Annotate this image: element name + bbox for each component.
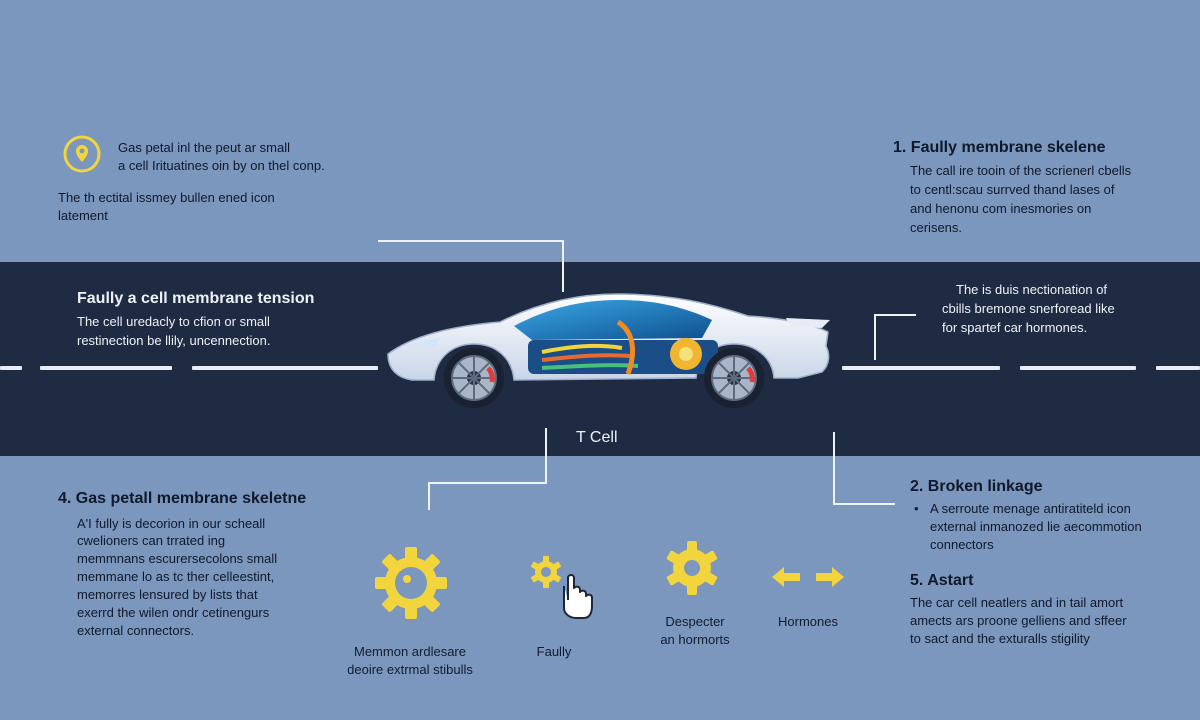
lane-dash bbox=[192, 366, 378, 370]
bottom-left-line: external connectors. bbox=[77, 623, 195, 638]
lane-dash bbox=[0, 366, 22, 370]
t-cell-label: T Cell bbox=[576, 429, 618, 446]
band-right-line2: cbills bremone snerforead like bbox=[942, 301, 1115, 316]
top-right-title: 1. Faully membrane skelene bbox=[893, 139, 1106, 156]
gear-small-caption-line2: an hormorts bbox=[660, 632, 730, 647]
band-right-line1: The is duis nectionation of bbox=[956, 282, 1108, 297]
leader-line bbox=[562, 240, 564, 292]
top-right-line2: to centl:scau surrved thand lases of bbox=[910, 182, 1115, 197]
bottom-left-line: A'I fully is decorion in our scheall bbox=[77, 516, 266, 531]
pointer-caption: Faully bbox=[536, 644, 572, 659]
leader-line bbox=[428, 482, 547, 484]
bottom-left-line: exerrd the wilen ondr cetinengurs bbox=[77, 605, 270, 620]
leader-line bbox=[874, 314, 876, 360]
double-arrow-icon bbox=[772, 567, 844, 587]
astart-line: The car cell neatlers and in tail amort bbox=[910, 595, 1124, 610]
top-left-line4: latement bbox=[58, 208, 108, 223]
lane-dash bbox=[842, 366, 1000, 370]
top-right-line4: cerisens. bbox=[910, 220, 963, 235]
gear-caption-line1: Memmon ardlesare bbox=[354, 644, 466, 659]
bottom-left-title: 4. Gas petall membrane skeletne bbox=[58, 490, 307, 507]
lane-dash bbox=[1156, 366, 1200, 370]
astart-line: amects ars proone gelliens and sffeer bbox=[910, 613, 1127, 628]
top-left-line3: The th ectital issmey bullen ened icon bbox=[58, 190, 275, 205]
gear-small-caption-line1: Despecter bbox=[665, 614, 725, 629]
broken-linkage-line: connectors bbox=[930, 537, 994, 552]
bottom-left-line: memorres lensured by lists that bbox=[77, 587, 258, 602]
double-arrow-caption: Hormones bbox=[778, 614, 838, 629]
bullet: • bbox=[914, 501, 919, 516]
gear-icon bbox=[375, 547, 447, 619]
bottom-left-line: memmnans escurersecolons small bbox=[77, 551, 278, 566]
top-right-line3: and henonu com inesmories on bbox=[910, 201, 1092, 216]
leader-line bbox=[874, 314, 916, 316]
leader-line bbox=[378, 240, 564, 242]
band-left-line1: The cell uredacly to cfion or small bbox=[77, 314, 270, 329]
band-left-line2: restinection be llily, uncennection. bbox=[77, 333, 271, 348]
leader-line bbox=[428, 482, 430, 510]
gear-caption-line2: deoire extrmal stibulls bbox=[347, 662, 473, 677]
pointer-hand-icon bbox=[531, 556, 593, 619]
broken-linkage-line: external inmanozed lie aecommotion bbox=[930, 519, 1142, 534]
lane-dash bbox=[40, 366, 172, 370]
top-right-line1: The call ire tooin of the scrienerl cbel… bbox=[910, 163, 1132, 178]
sports-car-illustration bbox=[387, 293, 830, 408]
leader-line bbox=[545, 428, 547, 484]
band-left-title: Faully a cell membrane tension bbox=[77, 290, 315, 307]
bottom-left-line: memmane lo as tc ther celleestint, bbox=[77, 569, 275, 584]
leader-line bbox=[833, 503, 895, 505]
band-right-line3: for spartef car hormones. bbox=[942, 320, 1088, 335]
leader-line bbox=[833, 432, 835, 504]
broken-linkage-title: 2. Broken linkage bbox=[910, 478, 1043, 495]
astart-title: 5. Astart bbox=[910, 572, 974, 589]
astart-line: to sact and the exturalls stigility bbox=[910, 631, 1090, 646]
map-pin-icon bbox=[63, 135, 101, 173]
gear-small-icon bbox=[666, 541, 718, 595]
broken-linkage-line: A serroute menage antiratiteld icon bbox=[930, 501, 1131, 516]
lane-dash bbox=[1020, 366, 1136, 370]
bottom-left-line: cwelioners can trrated ing bbox=[77, 533, 226, 548]
top-left-line1: Gas petal inl the peut ar small bbox=[118, 140, 290, 155]
top-left-line2: a cell Irituatines oin by on thel conp. bbox=[118, 158, 325, 173]
